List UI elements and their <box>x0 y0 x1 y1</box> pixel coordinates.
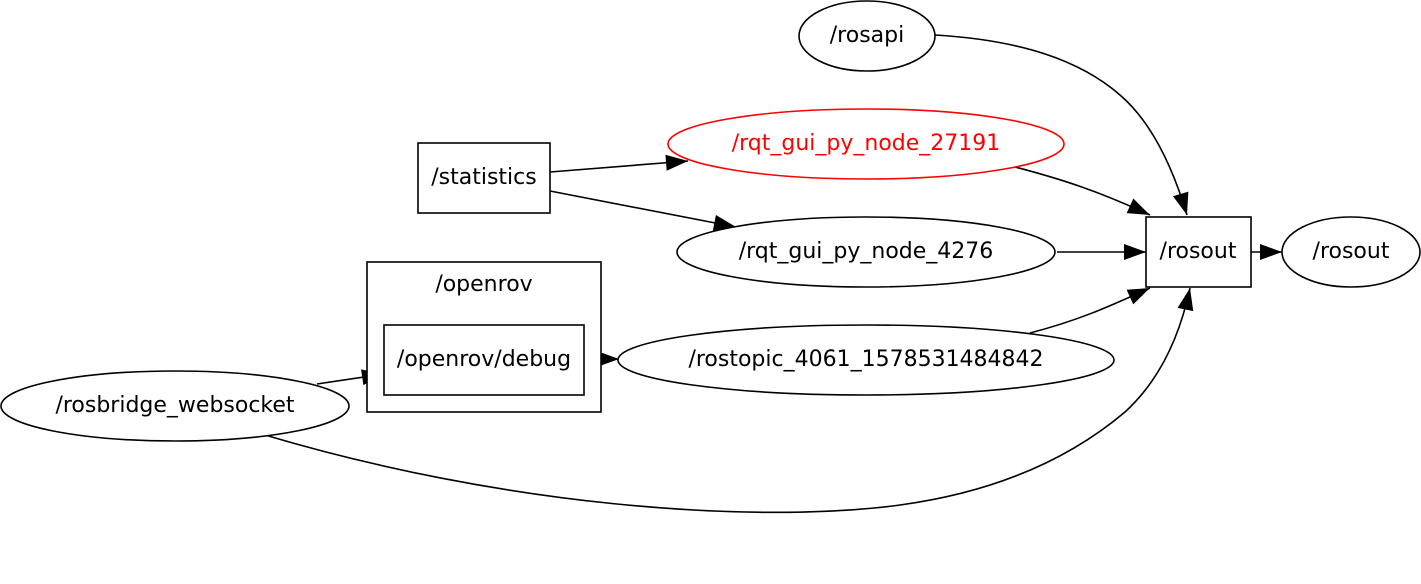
node-rosbridge-label: /rosbridge_websocket <box>55 393 294 418</box>
topic-openrov-debug-box <box>383 324 585 396</box>
node-rqt-4276-shape <box>676 216 1056 288</box>
node-rqt-27191-label: /rqt_gui_py_node_27191 <box>732 131 1001 156</box>
topic-rosout[interactable]: /rosout <box>1145 216 1252 288</box>
edge-rostopic-to-rosout <box>1029 287 1151 334</box>
node-rqt-4276-label: /rqt_gui_py_node_4276 <box>739 239 994 264</box>
node-rqt-gui-py-node-4276[interactable]: /rqt_gui_py_node_4276 <box>676 216 1056 288</box>
node-rqt-gui-py-node-27191[interactable]: /rqt_gui_py_node_27191 <box>667 108 1065 180</box>
topic-rosout-label: /rosout <box>1160 239 1237 264</box>
cluster-openrov-label: /openrov <box>435 272 532 297</box>
node-rostopic-label: /rostopic_4061_1578531484842 <box>688 347 1043 372</box>
node-rostopic[interactable]: /rostopic_4061_1578531484842 <box>617 324 1115 396</box>
node-rosout[interactable]: /rosout <box>1281 216 1421 288</box>
node-rosbridge-websocket[interactable]: /rosbridge_websocket <box>0 370 350 442</box>
node-rosapi-label: /rosapi <box>830 23 904 48</box>
node-rosout-label: /rosout <box>1313 239 1390 264</box>
topic-statistics-box <box>417 142 551 214</box>
topic-openrov-debug[interactable]: /openrov/debug <box>383 324 585 396</box>
topic-statistics-label: /statistics <box>431 165 536 190</box>
edge-rosapi-to-rosout <box>934 34 1189 216</box>
edges <box>264 34 1282 514</box>
edge-rqt-27191-to-rosout <box>1014 166 1151 216</box>
edge-statistics-to-rqt-27191 <box>549 154 689 173</box>
topic-statistics[interactable]: /statistics <box>417 142 551 214</box>
node-rosout-shape <box>1281 216 1421 288</box>
node-rosbridge-shape <box>0 370 350 442</box>
edge-rosbridge-to-rosout <box>264 287 1194 514</box>
node-rosapi-shape <box>798 0 936 72</box>
node-rqt-27191-shape <box>667 108 1065 180</box>
topic-openrov-debug-label: /openrov/debug <box>397 347 571 372</box>
node-rosapi[interactable]: /rosapi <box>798 0 936 72</box>
topic-rosout-box <box>1145 216 1252 288</box>
edge-statistics-to-rqt-4276 <box>549 190 737 231</box>
node-rostopic-shape <box>617 324 1115 396</box>
